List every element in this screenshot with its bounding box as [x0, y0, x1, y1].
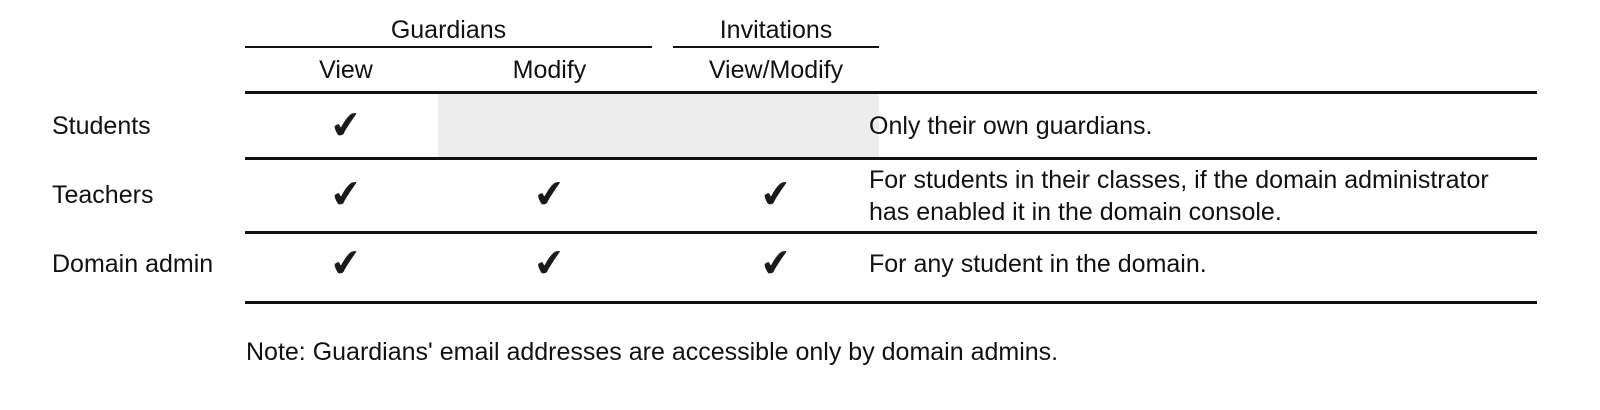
check-icon-domain-admin-guardians-modify: ✔ [531, 239, 568, 287]
table-rule-bottom [245, 301, 1537, 304]
column-group-header-invitations: Invitations [719, 16, 833, 44]
check-icon-students-guardians-view: ✔ [327, 101, 365, 149]
group-rule-invitations [673, 46, 879, 48]
check-icon-domain-admin-invitations-view-modify: ✔ [757, 239, 795, 287]
row-notes-students: Only their own guardians. [869, 112, 1153, 140]
check-icon-domain-admin-guardians-view: ✔ [327, 239, 365, 287]
row-label-domain-admin: Domain admin [52, 250, 214, 278]
row-notes-teachers: For students in their classes, if the do… [869, 166, 1489, 226]
row-label-students: Students [52, 112, 151, 140]
footnote-text: Note: Guardians' email addresses are acc… [246, 338, 1059, 366]
column-group-header-guardians: Guardians [390, 16, 507, 44]
column-header-invitations-view-modify: View/Modify [708, 56, 844, 84]
row-notes-domain-admin: For any student in the domain. [869, 250, 1207, 278]
table-rule-after-students [245, 157, 1537, 160]
check-icon-teachers-invitations-view-modify: ✔ [757, 170, 795, 218]
table-rule-after-teachers [245, 231, 1537, 234]
check-icon-teachers-guardians-modify: ✔ [531, 170, 568, 218]
table-rule-top [245, 91, 1537, 94]
row-label-teachers: Teachers [52, 181, 154, 209]
group-rule-guardians [245, 46, 652, 48]
column-header-guardians-modify: Modify [512, 56, 587, 84]
check-icon-teachers-guardians-view: ✔ [327, 170, 365, 218]
column-header-guardians-view: View [319, 56, 373, 84]
shaded-cell-students-modify-invitations [438, 94, 879, 158]
